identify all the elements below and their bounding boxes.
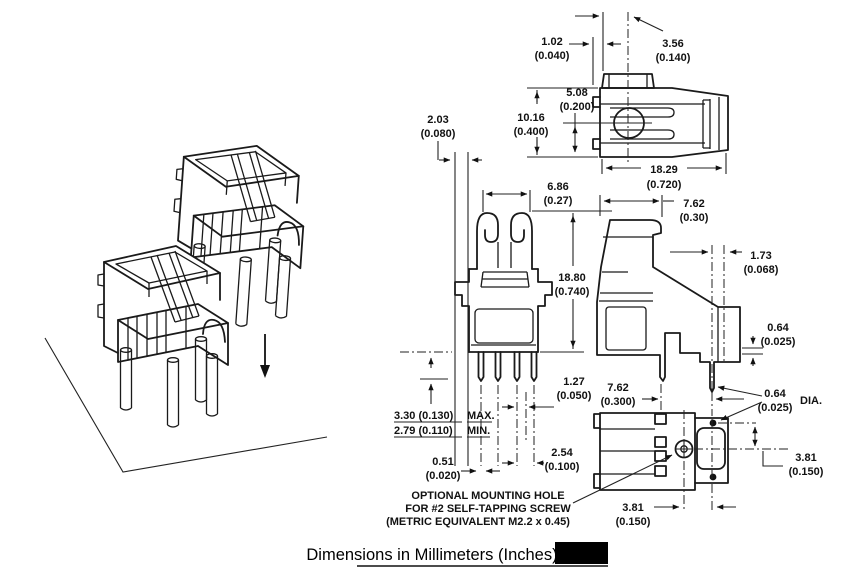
dim-381b-mm: 3.81 (622, 502, 643, 514)
note-line1: OPTIONAL MOUNTING HOLE (411, 490, 564, 502)
dim-102-in: (0.040) (535, 50, 570, 62)
side-view: 6.86 (0.27) 18.80 (0.740) 2.03 (0.080) 3… (394, 114, 612, 482)
dim-381r-in: (0.150) (789, 466, 824, 478)
dim-279-value: 2.79 (0.110) (394, 425, 453, 437)
dim-102-mm: 1.02 (541, 36, 562, 48)
dim-1880-in: (0.740) (555, 286, 590, 298)
dim-330-value: 3.30 (0.130) (394, 410, 454, 422)
dim-127-mm: 1.27 (563, 376, 584, 388)
dim-064a-in: (0.025) (761, 336, 796, 348)
dim-762a-mm: 7.62 (683, 198, 704, 210)
dim-762b-mm: 7.62 (607, 382, 628, 394)
dim-064b-mm: 0.64 (764, 388, 786, 400)
insertion-arrow (260, 334, 270, 378)
top-view: 3.56 (0.140) 1.02 (0.040) 10.16 (0.400) … (514, 12, 729, 191)
dim-173-in: (0.068) (744, 264, 779, 276)
dim-051-mm: 0.51 (432, 456, 453, 468)
note-line2: FOR #2 SELF-TAPPING SCREW (405, 503, 571, 515)
dim-051-in: (0.020) (426, 470, 461, 482)
dim-762a-in: (0.30) (680, 212, 709, 224)
dim-127-in: (0.050) (557, 390, 592, 402)
dim-356-in: (0.140) (656, 52, 691, 64)
dim-1829-in: (0.720) (647, 179, 682, 191)
dim-064b-in: (0.025) (758, 402, 793, 414)
dim-1829-mm: 18.29 (650, 164, 678, 176)
dim-203-in: (0.080) (421, 128, 456, 140)
dim-356-mm: 3.56 (662, 38, 683, 50)
iso-unit-lower (97, 245, 229, 428)
dim-1880-mm: 18.80 (558, 272, 586, 284)
board-surface (44, 337, 328, 473)
dim-254-mm: 2.54 (551, 447, 573, 459)
caption-block: Dimensions in Millimeters (Inches) (306, 542, 608, 567)
dim-330-label: MAX. (467, 410, 495, 422)
dim-064a-mm: 0.64 (767, 322, 789, 334)
bottom-view: 7.62 (0.300) 0.64 (0.025) DIA. 3.81 (0.1… (386, 382, 824, 528)
dim-686-in: (0.27) (544, 195, 573, 207)
isometric-view (44, 139, 328, 473)
redaction-box (555, 542, 608, 564)
dim-381r-mm: 3.81 (795, 452, 816, 464)
dim-1016-in: (0.400) (514, 126, 549, 138)
dim-064b-dia: DIA. (800, 395, 822, 407)
caption-text: Dimensions in Millimeters (Inches) (306, 546, 557, 564)
dim-381b-in: (0.150) (616, 516, 651, 528)
dim-508-mm: 5.08 (566, 87, 587, 99)
note-line3: (METRIC EQUIVALENT M2.2 x 0.45) (386, 516, 570, 528)
dim-279-label: MIN. (467, 425, 490, 437)
dim-173-mm: 1.73 (750, 250, 771, 262)
dim-1016-mm: 10.16 (517, 112, 545, 124)
dim-254-in: (0.100) (545, 461, 580, 473)
front-view: 7.62 (0.30) 1.73 (0.068) 0.64 (0.025) (596, 195, 796, 393)
dim-686-mm: 6.86 (547, 181, 568, 193)
dim-203-mm: 2.03 (427, 114, 448, 126)
dim-508-in: (0.200) (560, 101, 595, 113)
dim-762b-in: (0.300) (601, 396, 636, 408)
